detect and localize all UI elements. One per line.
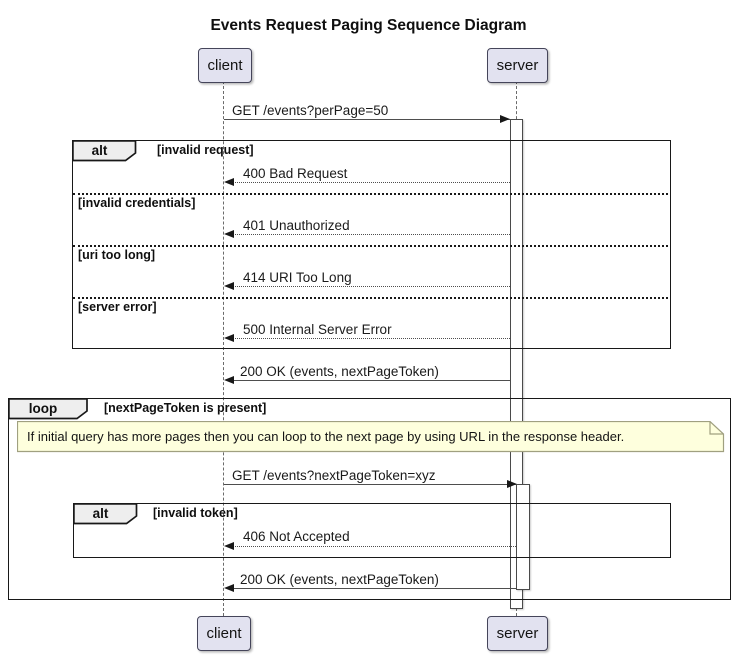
fragment-loop-next-page-token: [8, 398, 731, 600]
fragment-operator-label: alt: [92, 506, 109, 521]
arrowhead-left-icon: [224, 178, 234, 186]
message-label: 500 Internal Server Error: [243, 322, 392, 337]
message-label: 200 OK (events, nextPageToken): [240, 364, 439, 379]
fragment-operator-pentagon: [73, 503, 138, 525]
fragment-guard: [invalid token]: [153, 506, 238, 520]
fragment-else-label: [server error]: [78, 300, 157, 314]
participant-server-label: server: [496, 57, 539, 74]
participant-server-bottom: server: [487, 616, 548, 651]
arrowhead-right-icon: [507, 480, 517, 488]
note-shape: [17, 421, 725, 453]
fragment-operator-pentagon: [8, 398, 88, 420]
arrowhead-left-icon: [224, 376, 234, 384]
message-line: [224, 119, 510, 120]
message-line: [230, 546, 516, 547]
message-label: 401 Unauthorized: [243, 218, 350, 233]
message-line: [230, 380, 510, 381]
message-label: 406 Not Accepted: [243, 529, 350, 544]
message-line: [230, 286, 510, 287]
message-label: GET /events?perPage=50: [232, 103, 389, 118]
message-label: 200 OK (events, nextPageToken): [240, 572, 439, 587]
participant-client-label: client: [206, 625, 242, 642]
arrowhead-left-icon: [224, 334, 234, 342]
fragment-divider: [73, 297, 668, 299]
fragment-alt-invalid-token: [73, 503, 671, 558]
fragment-operator-label: loop: [28, 401, 58, 416]
arrowhead-left-icon: [224, 584, 234, 592]
participant-server-top: server: [487, 48, 548, 83]
participant-client-top: client: [198, 48, 252, 83]
message-line: [230, 234, 510, 235]
participant-client-bottom: client: [197, 616, 251, 651]
fragment-operator-label: alt: [91, 143, 108, 158]
message-label: 414 URI Too Long: [243, 270, 352, 285]
fragment-guard: [nextPageToken is present]: [104, 401, 267, 415]
participant-client-label: client: [207, 57, 243, 74]
message-line: [224, 484, 517, 485]
activation-bar-server-nested: [516, 484, 530, 590]
message-line: [230, 338, 510, 339]
fragment-else-label: [invalid credentials]: [78, 196, 196, 210]
diagram-title: Events Request Paging Sequence Diagram: [210, 17, 527, 34]
fragment-divider: [73, 193, 668, 195]
arrowhead-right-icon: [500, 115, 510, 123]
fragment-operator-pentagon: [72, 140, 137, 162]
arrowhead-left-icon: [224, 542, 234, 550]
fragment-alt-invalid-request: [72, 140, 671, 349]
fragment-divider: [73, 245, 668, 247]
message-label: GET /events?nextPageToken=xyz: [232, 468, 436, 483]
arrowhead-left-icon: [224, 230, 234, 238]
message-label: 400 Bad Request: [243, 166, 348, 181]
arrowhead-left-icon: [224, 282, 234, 290]
note: If initial query has more pages then you…: [27, 429, 625, 444]
fragment-guard: [invalid request]: [157, 143, 254, 157]
message-line: [230, 588, 516, 589]
message-line: [230, 182, 510, 183]
fragment-else-label: [uri too long]: [78, 248, 156, 262]
participant-server-label: server: [496, 625, 539, 642]
